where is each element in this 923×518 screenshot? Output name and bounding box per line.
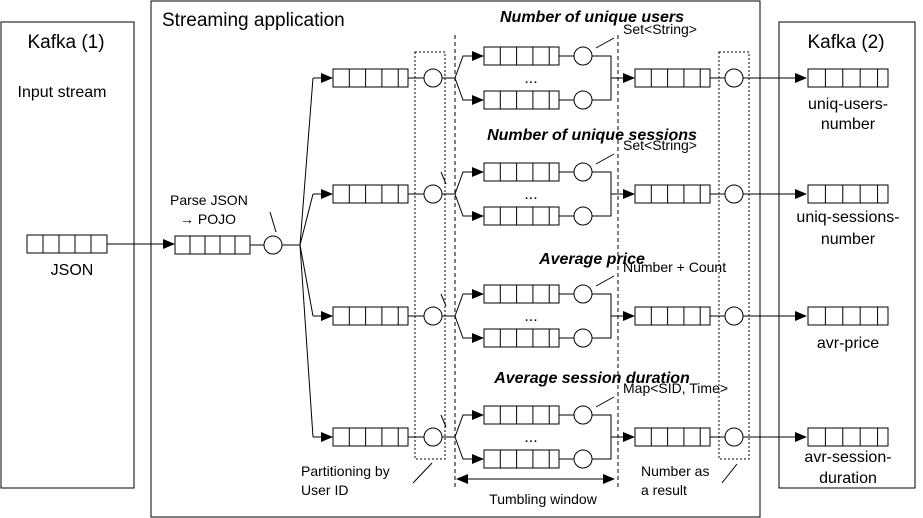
output-operator bbox=[724, 184, 744, 204]
result-queue bbox=[634, 68, 711, 88]
window-queue-a bbox=[483, 284, 560, 304]
state-label: Set<String> bbox=[623, 21, 697, 37]
partition-queue bbox=[332, 306, 409, 326]
window-queue-b bbox=[483, 328, 560, 348]
aggregate-operator-b bbox=[573, 449, 593, 469]
window-queue-a bbox=[483, 46, 560, 66]
kafka-output-title: Kafka (2) bbox=[807, 32, 884, 53]
ellipsis: ... bbox=[524, 429, 537, 446]
partition-queue bbox=[332, 184, 409, 204]
pipeline-3: Average price... Number + Count avr-price bbox=[313, 251, 889, 352]
output-topic-queue bbox=[807, 184, 889, 204]
pipeline-title: Number of unique users bbox=[500, 9, 684, 26]
result-label-1: Number as bbox=[641, 463, 709, 479]
output-topic-label: avr-session- bbox=[804, 449, 891, 466]
output-dotted-box bbox=[718, 51, 750, 460]
window-queue-b bbox=[483, 90, 560, 110]
result-queue bbox=[634, 306, 711, 326]
output-operator bbox=[724, 68, 744, 88]
result-label-2: a result bbox=[641, 482, 687, 498]
app-title: Streaming application bbox=[162, 10, 345, 31]
ellipsis: ... bbox=[524, 70, 537, 87]
partition-operator bbox=[423, 427, 443, 447]
pipeline-2: Number of unique sessions... Set<String> u… bbox=[313, 127, 900, 248]
pipeline-title: Average price bbox=[538, 251, 645, 268]
partition-queue bbox=[332, 427, 409, 447]
output-operator bbox=[724, 306, 744, 326]
output-topic-label: avr-price bbox=[817, 335, 879, 352]
output-topic-label-2: number bbox=[821, 231, 876, 248]
pipeline-1: Number of unique users... Set<String> uniq… bbox=[313, 9, 889, 133]
output-topic-queue bbox=[807, 68, 889, 88]
kafka-input-title: Kafka (1) bbox=[27, 32, 104, 53]
json-queue-label: JSON bbox=[51, 262, 94, 279]
aggregate-operator-a bbox=[573, 405, 593, 425]
partition-operator bbox=[423, 306, 443, 326]
window-queue-b bbox=[483, 449, 560, 469]
parse-label-2: → POJO bbox=[180, 211, 236, 227]
partition-label-2: User ID bbox=[301, 482, 348, 498]
partition-operator bbox=[423, 68, 443, 88]
json-queue bbox=[26, 234, 108, 254]
state-label: Map<SID, Time> bbox=[623, 380, 728, 396]
output-topic-label-2: duration bbox=[819, 470, 877, 487]
ellipsis: ... bbox=[524, 308, 537, 325]
parse-queue bbox=[174, 235, 251, 255]
window-queue-a bbox=[483, 162, 560, 182]
partition-label-1: Partitioning by bbox=[301, 463, 390, 479]
window-queue-b bbox=[483, 206, 560, 226]
output-topic-label: uniq-users- bbox=[808, 96, 888, 113]
output-topic-label-2: number bbox=[821, 116, 876, 133]
partition-dotted-box bbox=[414, 51, 446, 460]
output-operator bbox=[724, 427, 744, 447]
state-label: Set<String> bbox=[623, 137, 697, 153]
output-topic-label: uniq-sessions- bbox=[796, 209, 899, 226]
aggregate-operator-a bbox=[573, 162, 593, 182]
result-queue bbox=[634, 427, 711, 447]
parse-label-1: Parse JSON bbox=[170, 192, 248, 208]
parse-operator bbox=[263, 235, 283, 255]
pipeline-title: Number of unique sessions bbox=[487, 127, 697, 144]
pipeline-title: Average session duration bbox=[493, 370, 690, 387]
aggregate-operator-b bbox=[573, 90, 593, 110]
window-queue-a bbox=[483, 405, 560, 425]
window-label: Tumbling window bbox=[489, 491, 598, 507]
kafka-input-box bbox=[0, 21, 135, 489]
partition-queue bbox=[332, 68, 409, 88]
pipeline-4: Average session duration... Map<SID, Time… bbox=[313, 370, 892, 487]
aggregate-operator-b bbox=[573, 206, 593, 226]
streaming-app-box bbox=[150, 0, 761, 518]
partition-operator bbox=[423, 184, 443, 204]
result-queue bbox=[634, 184, 711, 204]
aggregate-operator-a bbox=[573, 46, 593, 66]
output-topic-queue bbox=[807, 306, 889, 326]
aggregate-operator-b bbox=[573, 328, 593, 348]
aggregate-operator-a bbox=[573, 284, 593, 304]
ellipsis: ... bbox=[524, 186, 537, 203]
output-topic-queue bbox=[807, 427, 889, 447]
state-label: Number + Count bbox=[623, 259, 726, 275]
kafka-input-subtitle: Input stream bbox=[18, 84, 107, 101]
pipelines: Number of unique users... Set<String> uniq… bbox=[313, 9, 900, 487]
fan-out-lines bbox=[282, 77, 314, 438]
kafka-output-box bbox=[778, 21, 916, 489]
